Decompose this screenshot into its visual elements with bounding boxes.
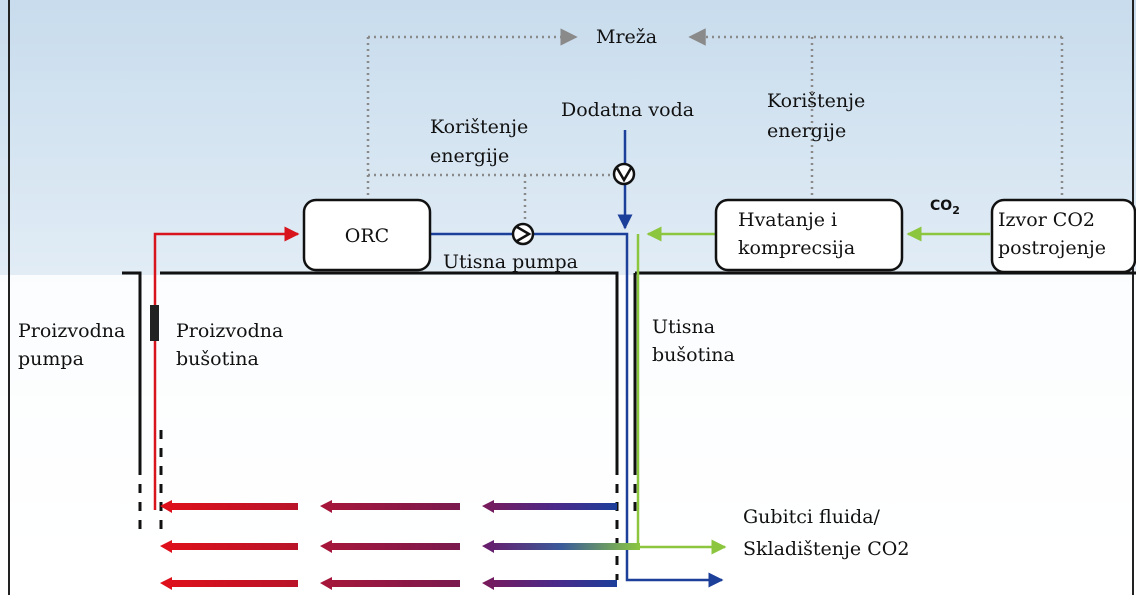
co2-flow-label: CO2 bbox=[930, 198, 960, 217]
fluid-loss-label-line1: Gubitci fluida/ bbox=[743, 506, 881, 528]
grid-label: Mreža bbox=[596, 26, 657, 48]
energy-use-left-line1: Korištenje bbox=[430, 116, 528, 138]
co2-source-box: Izvor CO2 postrojenje bbox=[990, 198, 1136, 274]
reservoir-flow-arrows bbox=[160, 500, 640, 590]
flow-row-3 bbox=[160, 577, 617, 590]
capture-label-line1: Hvatanje i bbox=[738, 209, 837, 231]
injection-well-label-line2: bušotina bbox=[652, 344, 735, 366]
capture-label-line2: komprecsija bbox=[738, 237, 855, 259]
orc-label: ORC bbox=[345, 225, 389, 247]
production-well-label-line1: Proizvodna bbox=[176, 320, 283, 342]
energy-use-right-line2: energije bbox=[767, 120, 846, 142]
ground-background bbox=[0, 275, 1136, 595]
source-label-line1: Izvor CO2 bbox=[998, 209, 1095, 231]
injection-well-label-line1: Utisna bbox=[652, 316, 715, 338]
capture-compression-box: Hvatanje i komprecsija bbox=[714, 198, 904, 272]
flow-row-2 bbox=[160, 540, 640, 553]
production-pump-label-line1: Proizvodna bbox=[18, 320, 125, 342]
production-pipe bbox=[153, 226, 300, 510]
production-pump-icon bbox=[150, 305, 159, 341]
fluid-loss-label-line2: Skladištenje CO2 bbox=[743, 538, 909, 560]
orc-box: ORC bbox=[302, 198, 432, 272]
co2-pipe bbox=[636, 226, 990, 555]
production-well-label-line2: bušotina bbox=[176, 348, 259, 370]
injection-pump-label: Utisna pumpa bbox=[443, 251, 578, 273]
energy-use-left-line2: energije bbox=[430, 145, 509, 167]
energy-use-right-line1: Korištenje bbox=[767, 90, 865, 112]
production-pump-label-line2: pumpa bbox=[18, 348, 84, 370]
injection-pump-icon bbox=[511, 222, 535, 246]
makeup-water-valve-icon bbox=[612, 162, 636, 186]
makeup-water-label: Dodatna voda bbox=[561, 99, 694, 121]
flow-row-1 bbox=[160, 500, 617, 513]
source-label-line2: postrojenje bbox=[998, 237, 1106, 259]
grid-network-lines bbox=[366, 28, 1064, 220]
